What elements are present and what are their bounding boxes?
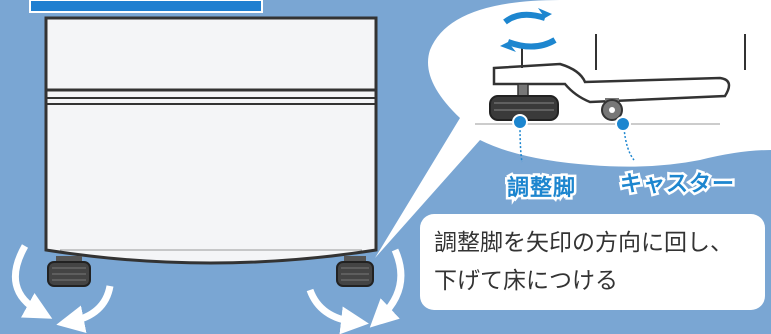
closeup-bubble [375, 0, 771, 258]
instruction-line-2: 下げて床につける [434, 268, 618, 294]
pointer-pin-icon [615, 116, 635, 161]
cabinet [44, 16, 378, 265]
closeup-detail [475, 34, 746, 125]
pointer-pin-icon [512, 114, 528, 163]
instruction-line-1: 調整脚を矢印の方向に回し、 [434, 230, 733, 256]
header-tab [29, 0, 263, 13]
caster-label: キャスター [617, 170, 736, 200]
instruction-box: 調整脚を矢印の方向に回し、 下げて床につける [420, 214, 765, 310]
rotation-arrow-icon [11, 244, 114, 333]
adjuster-foot-label: 調整脚 [504, 174, 577, 204]
rotation-arrow-icon [500, 8, 557, 52]
rotation-arrow-icon [306, 248, 405, 334]
left-adjuster-foot [47, 256, 91, 287]
right-adjuster-foot [336, 256, 374, 287]
